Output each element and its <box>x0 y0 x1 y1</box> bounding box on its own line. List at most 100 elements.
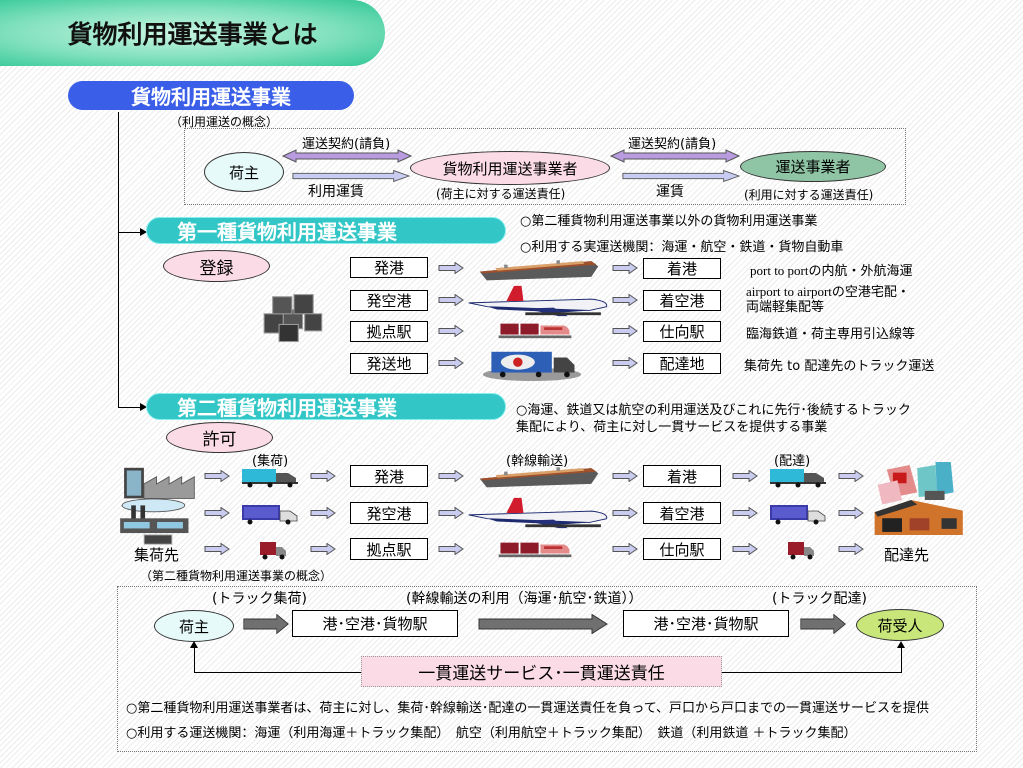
type1-row2-to: 着空港 <box>643 290 721 311</box>
airplane-icon <box>467 496 612 530</box>
destination-label: 配達先 <box>884 546 930 564</box>
flow-arrow-icon <box>612 325 638 337</box>
flow-arrow-icon <box>612 262 638 274</box>
cargo-boxes-icon <box>262 290 326 344</box>
station-left-label: 港･空港･貨物駅 <box>322 615 428 633</box>
delivery-truck-icon <box>768 466 828 488</box>
service-line-left <box>194 672 362 673</box>
train-icon <box>498 539 572 559</box>
carrier-ellipse: 運送事業者 <box>740 151 886 182</box>
type1-row2-desc-text2: 両端軽集配等 <box>746 300 825 315</box>
flow-arrow-icon <box>732 507 758 519</box>
main-heading: 貨物利用運送事業 <box>68 81 354 110</box>
type1-row2-desc-latin: airport to airport <box>746 284 832 299</box>
flow-arrow-icon <box>612 507 638 519</box>
ship-icon <box>478 462 600 490</box>
station-right-box: 港･空港･貨物駅 <box>623 610 789 637</box>
delivery-truck-icon <box>768 503 828 525</box>
concept2-delivery-label: (トラック配達) <box>772 591 867 607</box>
trunk-label: (幹線輸送) <box>506 454 569 469</box>
flow-arrow-icon <box>310 543 336 555</box>
page-title: 貨物利用運送事業とは <box>0 0 385 66</box>
flow-arrow-icon <box>204 507 230 519</box>
type1-row2-desc-text: の空港宅配・ <box>831 285 910 300</box>
type1-row1-desc-text: の内航・外航海運 <box>808 264 913 279</box>
flow-arrow-icon <box>838 543 864 555</box>
flow-arrow-icon <box>438 470 464 482</box>
shipper-label: 荷主 <box>228 163 259 182</box>
carrier-label: 運送事業者 <box>775 158 851 176</box>
type2-note-2: 集配により、荷主に対し一貫サービスを提供する事業 <box>516 420 828 435</box>
tree-line-type1 <box>118 232 142 233</box>
type2-heading: 第二種貨物利用運送事業 <box>146 393 506 420</box>
type1-row2-to-text: 着空港 <box>659 292 705 310</box>
service-arrowhead-left <box>190 641 198 648</box>
type1-row1-to: 着港 <box>643 258 721 279</box>
type1-note-2: ○利用する実運送機関：海運・航空・鉄道・貨物自動車 <box>520 240 844 255</box>
delivery-arrow-icon <box>800 614 846 634</box>
concept-caption: （利用運送の概念） <box>170 115 279 129</box>
flow-arrow-icon <box>310 507 336 519</box>
service-line-right <box>721 672 901 673</box>
type2-badge: 許可 <box>166 422 273 453</box>
type1-badge-text: 登録 <box>199 258 234 279</box>
page-title-text: 貨物利用運送事業とは <box>67 20 318 49</box>
concept2-note-1: ○第二種貨物利用運送事業者は、荷主に対し、集荷･幹線輸送･配達の一貫運送責任を負… <box>126 701 930 716</box>
tree-arrowhead-type1 <box>140 228 147 236</box>
origin-label: 集荷先 <box>134 546 180 564</box>
forwarder-ellipse: 貨物利用運送事業者 <box>410 151 610 185</box>
type1-row1-desc: port to portの内航・外航海運 <box>750 260 913 279</box>
type1-row3-from-text: 拠点駅 <box>366 323 412 341</box>
flow-arrow-icon <box>438 543 464 555</box>
type2-note-1: ○海運、鉄道又は航空の利用運送及びこれに先行･後続するトラック <box>516 403 911 418</box>
pickup-label: (集荷) <box>252 454 289 469</box>
type1-row4-desc: 集荷先 to 配達先のトラック運送 <box>744 359 935 374</box>
flow-arrow-icon <box>612 543 638 555</box>
carrier-note: (利用に対する運送責任) <box>744 188 874 202</box>
type1-heading-text: 第一種貨物利用運送事業 <box>177 220 397 244</box>
tree-line-vertical <box>118 112 119 408</box>
flow-arrow-icon <box>438 325 464 337</box>
forwarder-note: (荷主に対する運送責任) <box>436 187 566 201</box>
delivery-truck-icon <box>786 539 816 561</box>
city-buildings-icon <box>856 462 986 538</box>
type2-row2-to: 着空港 <box>643 502 721 524</box>
consignee-label: 荷受人 <box>877 616 923 635</box>
trunk-arrow-icon <box>478 614 608 634</box>
type1-row3-to-text: 仕向駅 <box>659 323 705 341</box>
flow-arrow-icon <box>204 543 230 555</box>
type1-heading: 第一種貨物利用運送事業 <box>146 217 506 244</box>
type2-row1-to: 着港 <box>643 465 721 487</box>
train-icon <box>498 320 572 340</box>
fee-right-label: 運賃 <box>656 184 684 200</box>
forwarder-label: 貨物利用運送事業者 <box>442 159 578 178</box>
type1-row1-from: 発港 <box>350 257 428 278</box>
type2-row2-from: 発空港 <box>350 502 428 524</box>
truck-icon <box>478 348 586 382</box>
station-left-box: 港･空港･貨物駅 <box>292 610 458 637</box>
service-box: 一貫運送サービス･一貫運送責任 <box>361 656 722 687</box>
concept-box <box>184 128 906 205</box>
type2-row2-to-text: 着空港 <box>659 504 705 523</box>
type1-row2-desc: airport to airportの空港宅配・ 両端軽集配等 <box>746 284 910 315</box>
flow-arrow-icon <box>732 543 758 555</box>
main-heading-text: 貨物利用運送事業 <box>131 85 291 109</box>
shipper-ellipse: 荷主 <box>204 152 284 192</box>
fee-left-label: 利用運賃 <box>308 184 364 200</box>
type1-row4-to: 配達地 <box>643 353 721 374</box>
office-building-icon <box>116 466 206 502</box>
consignee-ellipse: 荷受人 <box>856 609 944 641</box>
concept2-shipper: 荷主 <box>154 610 234 642</box>
type2-row3-from-text: 拠点駅 <box>366 540 412 559</box>
type1-row2-from-text: 発空港 <box>366 292 412 310</box>
concept2-caption: （第二種貨物利用運送事業の概念） <box>140 569 333 583</box>
type2-row3-to: 仕向駅 <box>643 538 721 560</box>
flow-arrow-icon <box>732 470 758 482</box>
type1-row3-from: 拠点駅 <box>350 321 428 342</box>
type2-row3-from: 拠点駅 <box>350 538 428 560</box>
type2-row1-from-text: 発港 <box>373 467 404 486</box>
pickup-truck-icon <box>240 466 300 488</box>
contract-right-label: 運送契約(請負) <box>628 137 717 152</box>
delivery-label: (配達) <box>774 454 811 469</box>
station-right-label: 港･空港･貨物駅 <box>653 615 759 633</box>
